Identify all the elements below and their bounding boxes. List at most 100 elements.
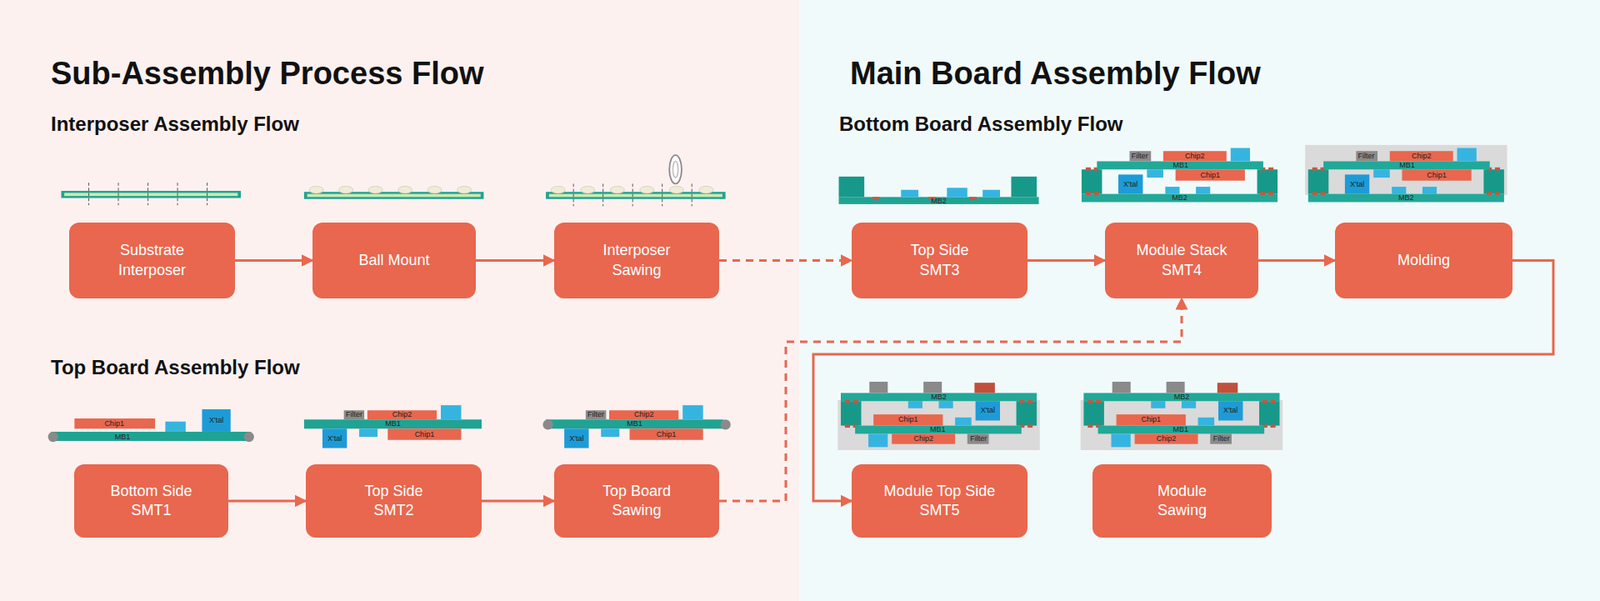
solder-balls: [550, 185, 714, 194]
board-mb2: [839, 196, 1040, 205]
section-heading-text: Top Board Assembly Flow: [50, 357, 300, 378]
part-name: MB1: [1172, 161, 1189, 170]
flow-arrow: [235, 259, 313, 262]
part-name: X'tal: [209, 416, 224, 425]
substrate-strip: [545, 191, 726, 200]
box-label: Molding: [1397, 250, 1450, 270]
panel-heading: Main Board Assembly Flow: [850, 57, 1261, 90]
process-box: Ball Mount: [312, 222, 476, 299]
box-label: Top Board Sawing: [589, 481, 685, 521]
part-name: MB2: [930, 393, 947, 401]
part-name: Chip1: [415, 430, 435, 439]
top-board: [304, 405, 482, 448]
process-box: Module Sawing: [1092, 464, 1272, 538]
box-label: Bottom Side SMT1: [99, 481, 204, 521]
part-name: Filter: [587, 410, 605, 419]
box-label: Interposer Sawing: [586, 240, 687, 280]
part-name: Chip2: [1185, 152, 1205, 160]
part-name: MB2: [1398, 194, 1415, 202]
part-label: Chip2: [1185, 152, 1205, 160]
interposer: [839, 176, 865, 197]
flow-arrow: [719, 259, 852, 262]
part-label: Filter: [1213, 435, 1230, 443]
part-name: X'tal: [1223, 406, 1238, 415]
part-name: Filter: [1131, 152, 1149, 160]
section-heading: Top Board Assembly Flow: [50, 357, 300, 378]
part-label: X'tal: [569, 435, 584, 443]
process-box: Module Stack SMT4: [1105, 222, 1259, 299]
board-mb1: [50, 431, 251, 441]
saw-blade: [669, 155, 682, 184]
part-label: MB1: [1399, 161, 1415, 170]
edge-ball: [244, 431, 255, 442]
cut-lines: [573, 183, 692, 206]
part-label: Chip1: [898, 415, 919, 424]
part-label: MB1: [1172, 161, 1189, 170]
solder-pad: [872, 196, 880, 200]
part-label: X'tal: [209, 416, 224, 425]
box-label: Module Top Side SMT5: [873, 481, 1007, 521]
passive-part: [900, 190, 919, 198]
part-label: MB2: [1398, 194, 1415, 202]
part-label: MB1: [115, 433, 131, 441]
part-label: Chip2: [392, 410, 413, 419]
solder-pad: [969, 196, 977, 200]
part-name: X'tal: [327, 435, 342, 443]
edge-ball: [720, 419, 730, 430]
part-name: Filter: [1213, 435, 1230, 443]
box-label: Module Stack SMT4: [1125, 240, 1239, 280]
section-heading-text: Bottom Board Assembly Flow: [839, 114, 1123, 135]
part-name: X'tal: [980, 406, 995, 415]
section-heading: Interposer Assembly Flow: [50, 114, 300, 135]
part-name: X'tal: [569, 435, 584, 443]
part-label: Chip2: [1411, 152, 1432, 160]
top-part: [923, 381, 942, 393]
part-name: MB1: [115, 433, 131, 441]
cut-lines: [89, 182, 208, 205]
part-label: X'tal: [1350, 180, 1365, 189]
section-heading: Bottom Board Assembly Flow: [839, 114, 1123, 135]
part-name: MB2: [1171, 194, 1188, 202]
part-name: Chip1: [1200, 171, 1220, 180]
part-label: MB2: [930, 393, 947, 401]
top-board: [545, 405, 724, 448]
part-name: Filter: [970, 435, 987, 443]
box-label: Substrate Interposer: [98, 240, 207, 280]
part-label: Filter: [1131, 152, 1149, 160]
top-part: [1166, 381, 1185, 393]
edge-ball: [542, 419, 553, 430]
part-label: Filter: [345, 410, 363, 419]
part-name: MB2: [1174, 393, 1190, 401]
part-name: MB1: [385, 420, 401, 428]
part-name: X'tal: [1350, 180, 1365, 189]
part-name: Chip2: [634, 410, 655, 419]
interposer: [1010, 176, 1037, 197]
process-box: Top Side SMT3: [851, 222, 1028, 299]
crystal-part: [201, 409, 230, 432]
part-label: Chip1: [1426, 171, 1447, 180]
part-name: Chip2: [1411, 152, 1432, 160]
flow-panel: Sub-Assembly Process FlowSubstrate Inter…: [0, 0, 800, 601]
part-label: Chip2: [1156, 435, 1177, 443]
process-box: Module Top Side SMT5: [851, 464, 1028, 538]
part-name: Chip1: [656, 430, 677, 439]
part-label: Filter: [587, 410, 605, 419]
part-label: Chip2: [913, 435, 934, 443]
part-label: MB2: [1174, 393, 1190, 401]
part-label: Chip1: [104, 420, 125, 428]
flow-arrow: [228, 500, 306, 503]
part-name: Chip2: [392, 410, 413, 419]
flow-arrow: [719, 298, 1182, 501]
part-name: MB2: [930, 197, 947, 205]
part-name: Chip1: [898, 415, 919, 424]
part-label: X'tal: [980, 406, 995, 415]
chip-bumps: [77, 429, 154, 431]
chip1-part: [74, 418, 155, 429]
part-label: X'tal: [1123, 180, 1138, 189]
part-name: Chip1: [104, 420, 125, 428]
box-label: Module Sawing: [1145, 481, 1220, 521]
substrate-strip: [60, 190, 241, 199]
flow-panel: Main Board Assembly FlowTop Side SMT3Mod…: [799, 0, 1600, 601]
process-box: Bottom Side SMT1: [74, 464, 229, 538]
